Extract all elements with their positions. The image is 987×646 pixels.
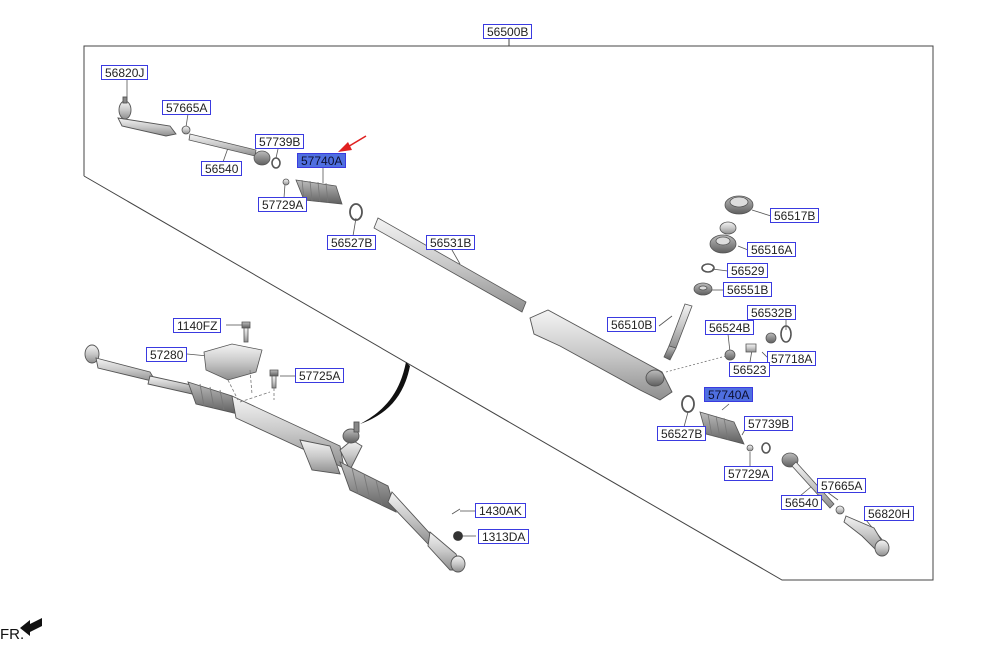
label-56510B[interactable]: 56510B (607, 317, 657, 332)
label-57280[interactable]: 57280 (146, 347, 188, 362)
label-56527B-right[interactable]: 56527B (657, 426, 707, 441)
inner-rod-left-part (188, 133, 271, 166)
housing-part (529, 309, 673, 401)
label-56524B[interactable]: 56524B (705, 320, 755, 335)
tie-rod-end-right-part (843, 515, 890, 557)
label-1430AK[interactable]: 1430AK (475, 503, 526, 518)
ring-right-part (681, 395, 695, 413)
label-56527B-left[interactable]: 56527B (327, 235, 377, 250)
label-56517B[interactable]: 56517B (770, 208, 820, 223)
bracket-part (203, 343, 263, 401)
bearing-part (709, 221, 737, 254)
leader-lines (126, 80, 885, 543)
front-direction-label: FR. (0, 626, 25, 643)
label-57665A-left[interactable]: 57665A (162, 100, 212, 115)
exploded-view-frame (83, 39, 934, 581)
tie-rod-end-left-part (117, 96, 177, 137)
rack-bar-part (373, 217, 527, 313)
label-57740A-left[interactable]: 57740A (297, 153, 347, 168)
label-56523[interactable]: 56523 (729, 362, 771, 377)
clamp-right-part (746, 444, 754, 452)
band-left-part (271, 157, 281, 169)
red-arrow-icon (338, 135, 367, 152)
label-56540-left[interactable]: 56540 (201, 161, 243, 176)
label-56532B[interactable]: 56532B (747, 305, 797, 320)
boot-left-part (282, 178, 343, 205)
snap-ring-part (701, 263, 715, 273)
nut-part (453, 531, 463, 541)
label-56529[interactable]: 56529 (727, 263, 769, 278)
front-arrow-icon (20, 618, 42, 636)
yoke-parts (724, 325, 792, 361)
label-57665A-right[interactable]: 57665A (817, 478, 867, 493)
bolt-bracket-part (239, 369, 279, 403)
clip-left-part (181, 125, 191, 135)
cover-part (724, 195, 754, 215)
detail-pointer (360, 362, 410, 424)
label-56516A[interactable]: 56516A (747, 242, 797, 257)
label-57725A[interactable]: 57725A (295, 368, 345, 383)
label-56540-right[interactable]: 56540 (781, 495, 823, 510)
pinion-part (663, 303, 693, 361)
label-56531B[interactable]: 56531B (426, 235, 476, 250)
label-57740A-right[interactable]: 57740A (704, 387, 754, 402)
label-56820J[interactable]: 56820J (101, 65, 149, 80)
boot-right-part (699, 411, 745, 445)
assembled-gear (84, 344, 466, 573)
label-57729A-right[interactable]: 57729A (724, 466, 774, 481)
label-56500B[interactable]: 56500B (483, 24, 533, 39)
label-1313DA[interactable]: 1313DA (478, 529, 530, 544)
clip-right-part (835, 505, 845, 515)
label-1140FZ[interactable]: 1140FZ (173, 318, 222, 333)
cap-part (451, 508, 461, 515)
bolt-part (241, 321, 251, 343)
seal-part (693, 282, 713, 296)
label-57718A[interactable]: 57718A (767, 351, 817, 366)
alignment-lines (665, 355, 727, 373)
label-57729A-left[interactable]: 57729A (258, 197, 308, 212)
label-56820H[interactable]: 56820H (864, 506, 915, 521)
band-right-part (761, 442, 771, 454)
ring-left-part (349, 203, 363, 221)
label-56551B[interactable]: 56551B (723, 282, 773, 297)
label-57739B-left[interactable]: 57739B (255, 134, 305, 149)
label-57739B-right[interactable]: 57739B (744, 416, 794, 431)
